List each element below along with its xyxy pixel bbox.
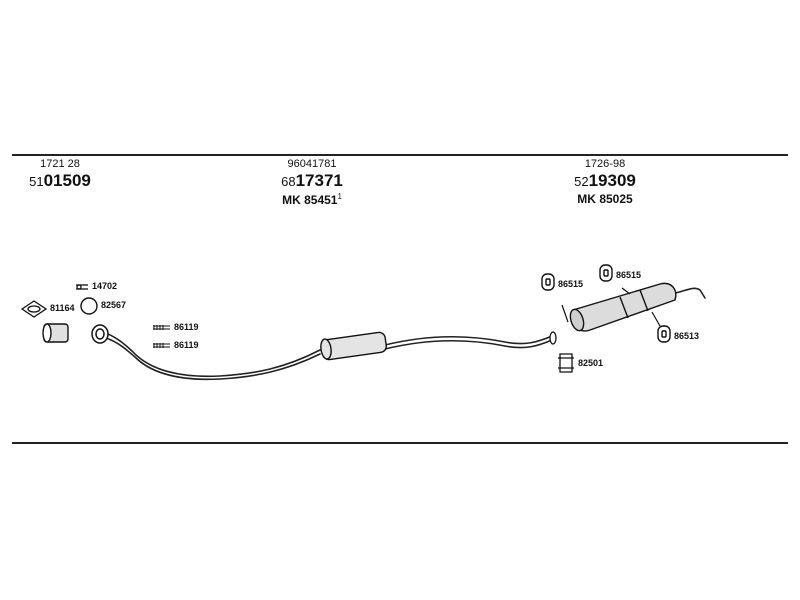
part-label-86513: 86513 (674, 331, 700, 341)
part-label-86515: 86515 (616, 270, 642, 280)
part-label-86515: 86515 (558, 279, 584, 289)
front-pipe-inner (105, 337, 321, 381)
section-header-3: 1726-98 5219309 MK 85025 (560, 158, 650, 206)
top-rule (12, 154, 788, 156)
rear-hanger-bottom (651, 311, 661, 327)
gasket-81164-icon (20, 300, 48, 318)
rear-hanger-bracket (561, 304, 569, 323)
hanger-86515-icon (599, 264, 613, 282)
part-label-86119: 86119 (174, 322, 199, 332)
center-pipe-inner (384, 339, 553, 350)
front-flange-icon (91, 324, 109, 344)
bolt-86119-icon (153, 343, 170, 348)
bottom-rule (12, 442, 788, 444)
rear-muffler (569, 282, 677, 332)
pipe-end-flange (549, 331, 557, 345)
section-ref: 96041781 (287, 158, 337, 170)
section-mk: MK 85025 (577, 192, 633, 206)
sleeve-connector-icon (42, 323, 69, 343)
part-label-81164: 81164 (50, 303, 75, 313)
clamp-14702-icon (76, 284, 88, 290)
section-part-number: 5219309 (574, 171, 636, 190)
part-label-82567: 82567 (101, 300, 127, 310)
section-ref: 1721 28 (40, 158, 80, 170)
part-label-86119: 86119 (174, 340, 199, 350)
part-label-82501: 82501 (578, 358, 604, 368)
center-pipe (384, 335, 553, 346)
hanger-86513-icon (657, 325, 671, 343)
section-part-number: 6817371 (281, 171, 343, 190)
hanger-86515-icon (541, 273, 555, 291)
section-header-1: 1721 28 5101509 (20, 159, 100, 190)
bolt-86119-icon (153, 325, 170, 330)
rear-hanger-top (621, 287, 631, 295)
section-part-number: 5101509 (29, 171, 91, 190)
clamp-82501-icon (558, 353, 574, 373)
section-ref: 1726-98 (584, 158, 626, 170)
front-pipe (102, 331, 321, 378)
section-header-2: 96041781 6817371 MK 854511 (262, 158, 362, 207)
center-muffler (320, 331, 388, 361)
rear-tailpipe (671, 287, 706, 299)
section-mk: MK 854511 (282, 192, 342, 207)
part-label-14702: 14702 (92, 281, 118, 291)
ring-82567-icon (80, 297, 98, 315)
